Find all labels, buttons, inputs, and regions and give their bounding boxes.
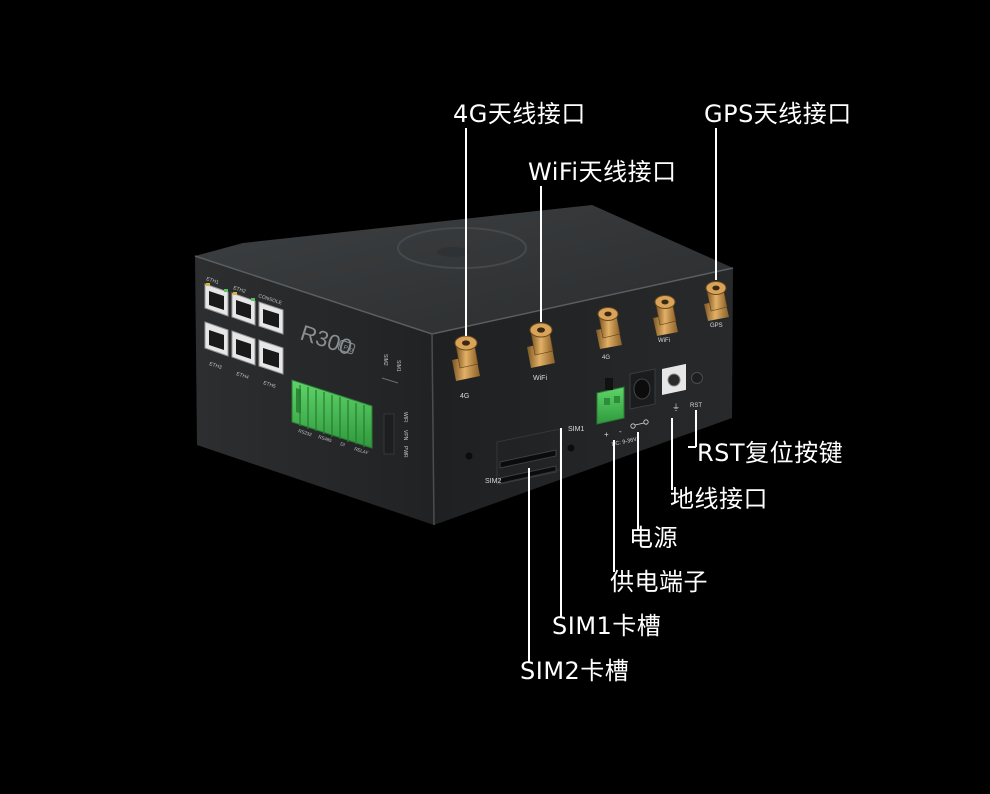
ground-screw[interactable] xyxy=(691,372,703,384)
callout-sim2-slot: SIM2卡槽 xyxy=(520,657,630,685)
svg-text:VPN: VPN xyxy=(402,430,408,441)
svg-text:SIM2: SIM2 xyxy=(382,354,388,366)
label-sim1: SIM1 xyxy=(568,426,584,433)
dc-barrel-jack[interactable] xyxy=(633,378,651,400)
led-indicators xyxy=(383,413,395,455)
label-dc-range: DC: 9-36V xyxy=(611,437,638,448)
leader-lines xyxy=(465,128,717,662)
ground-symbol-icon: ⏚ xyxy=(672,403,680,412)
label-back-gps: GPS xyxy=(710,323,723,329)
top-logo-emboss xyxy=(397,227,527,269)
label-sim2: SIM2 xyxy=(485,478,501,485)
svg-text:DI: DI xyxy=(340,441,346,447)
antenna-wifi-left[interactable] xyxy=(527,322,555,368)
svg-text:RELAY: RELAY xyxy=(354,446,369,455)
svg-text:SIM1: SIM1 xyxy=(395,360,401,372)
label-back-wifi-left: WiFi xyxy=(533,375,547,382)
sim2-slot[interactable] xyxy=(499,449,557,469)
dc-polarity-symbol xyxy=(630,419,649,429)
ethernet-ports xyxy=(204,283,284,375)
svg-text:-: - xyxy=(619,427,622,436)
callout-power-terminal: 供电端子 xyxy=(610,568,708,596)
antenna-gps[interactable] xyxy=(704,281,729,322)
callout-wifi-antenna: WiFi天线接口 xyxy=(528,158,677,186)
model-badge: Pro xyxy=(342,344,354,354)
callout-power: 电源 xyxy=(629,524,678,552)
label-back-wifi-right: WiFi xyxy=(658,338,670,344)
callout-rst-button: RST复位按键 xyxy=(697,439,844,467)
callout-sim1-slot: SIM1卡槽 xyxy=(552,612,662,640)
svg-text:WIFI: WIFI xyxy=(402,412,408,423)
svg-text:PWR: PWR xyxy=(402,446,408,458)
sim2-eject-hole[interactable] xyxy=(465,452,473,460)
svg-text:+: + xyxy=(604,430,609,439)
antenna-4g-right[interactable] xyxy=(596,307,622,350)
label-back-4g-left: 4G xyxy=(460,393,469,400)
sim1-eject-hole[interactable] xyxy=(567,444,575,452)
label-eth2: ETH2 xyxy=(232,285,246,295)
svg-text:RS485: RS485 xyxy=(318,434,333,443)
svg-text:RS232: RS232 xyxy=(298,428,313,437)
antenna-wifi-right[interactable] xyxy=(653,295,678,337)
label-back-4g-right: 4G xyxy=(602,355,610,361)
label-eth5: ETH5 xyxy=(262,380,276,390)
label-rst: RST xyxy=(690,403,702,409)
callout-gps-antenna: GPS天线接口 xyxy=(704,100,852,128)
antenna-4g-left[interactable] xyxy=(452,335,480,381)
power-terminal[interactable] xyxy=(596,386,625,425)
label-eth3: ETH3 xyxy=(208,361,222,371)
callout-4g-antenna: 4G天线接口 xyxy=(453,100,586,128)
device-top-face xyxy=(195,205,733,334)
label-eth4: ETH4 xyxy=(235,371,249,381)
rst-button-cap[interactable] xyxy=(667,373,681,387)
callout-ground: 地线接口 xyxy=(670,485,768,513)
label-eth1: ETH1 xyxy=(205,276,219,286)
